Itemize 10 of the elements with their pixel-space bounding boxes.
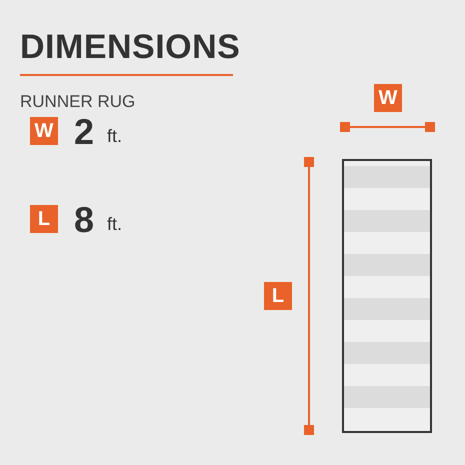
dimension-letter: W: [30, 117, 58, 145]
dimension-value: 8: [74, 202, 94, 238]
dimension-value: 2: [74, 114, 94, 150]
product-type: RUNNER RUG: [20, 93, 136, 110]
title: DIMENSIONS: [20, 30, 240, 64]
dimension-letter: L: [264, 282, 292, 310]
dimension-letter: W: [374, 84, 402, 112]
unit-label: ft.: [107, 127, 122, 145]
dimension-letter: L: [30, 205, 58, 233]
unit-label: ft.: [107, 215, 122, 233]
